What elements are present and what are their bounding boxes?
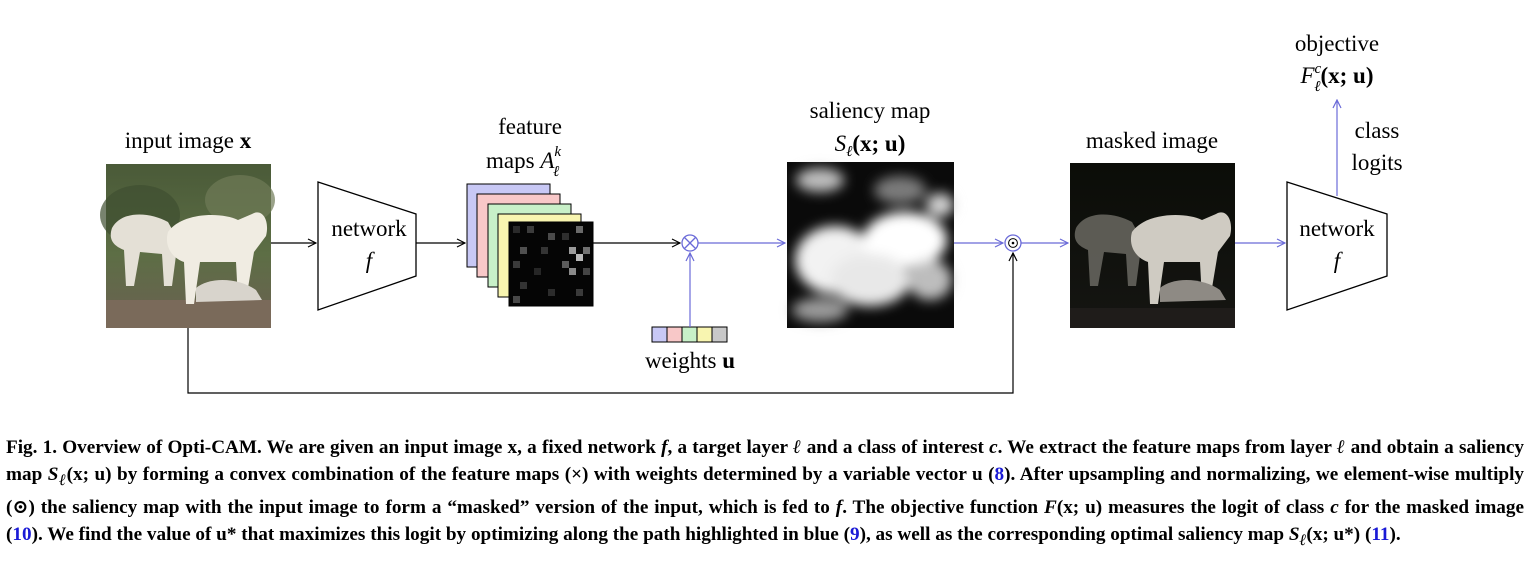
network-var: f — [366, 248, 376, 273]
equation-ref-11[interactable]: 11 — [1371, 523, 1390, 545]
masked-image-label: masked image — [1086, 128, 1218, 153]
saliency-map-expr: Sℓ(x; u) — [835, 131, 906, 160]
network-f-block — [317, 181, 417, 311]
input-image-label: input image x — [125, 128, 252, 153]
network-f-block-2 — [1286, 181, 1388, 311]
weights-vector — [651, 326, 728, 343]
saliency-map-label: saliency map — [810, 98, 931, 123]
figure-caption: Fig. 1. Overview of Opti-CAM. We are giv… — [6, 437, 1525, 549]
equation-ref-9[interactable]: 9 — [849, 523, 860, 545]
multiply-node — [681, 234, 699, 252]
skip-connection-arrow — [187, 253, 1013, 394]
hadamard-node — [1004, 234, 1022, 252]
feature-map-front — [508, 221, 594, 307]
saliency-map-image — [787, 162, 954, 328]
network-label-2: network — [1299, 216, 1375, 241]
weights-label: weights u — [645, 348, 735, 373]
feature-maps-stack — [466, 183, 594, 307]
network-label: network — [331, 216, 407, 241]
equation-ref-8[interactable]: 8 — [994, 464, 1005, 485]
network-var-2: f — [1334, 248, 1344, 273]
objective-label: objective — [1295, 31, 1379, 56]
overview-figure: input image x network f feature maps Akℓ… — [100, 31, 1403, 394]
masked-image — [1070, 163, 1235, 328]
class-label: class — [1355, 118, 1400, 143]
equation-ref-10[interactable]: 10 — [12, 523, 32, 545]
input-image — [100, 164, 275, 328]
feature-label-1: feature — [498, 114, 562, 139]
logits-label: logits — [1351, 150, 1402, 175]
